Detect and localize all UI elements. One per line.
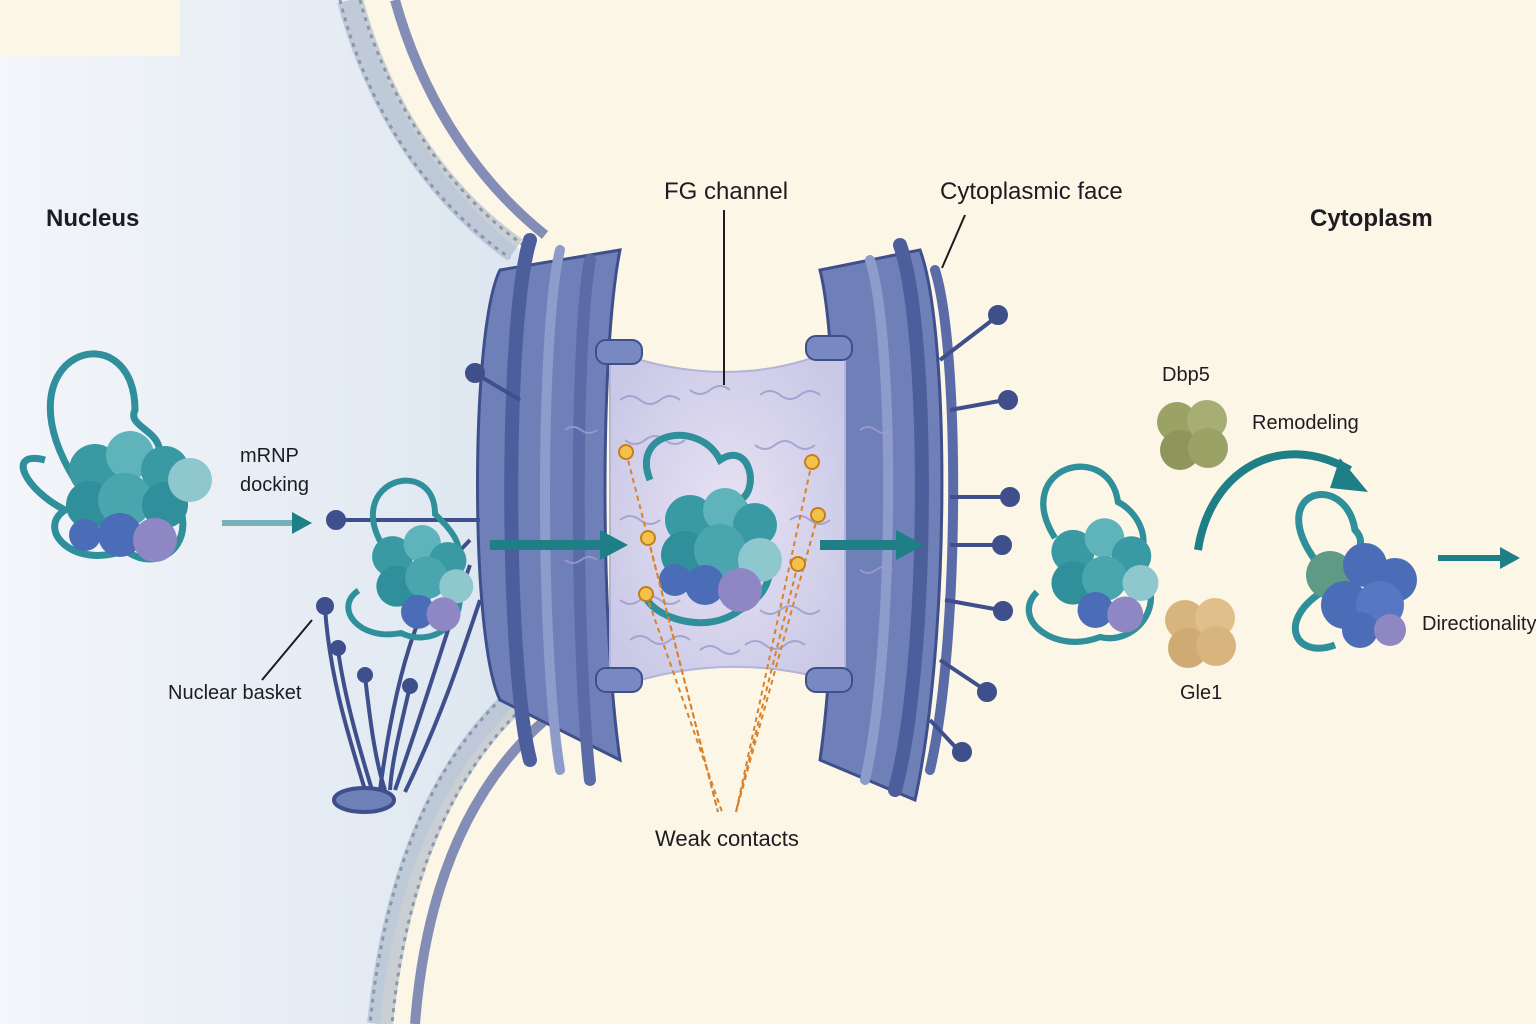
gle1-label: Gle1 bbox=[1180, 682, 1222, 704]
weak-contacts bbox=[618, 444, 826, 813]
mrnp-complex-translocating bbox=[641, 431, 782, 627]
mrnp-complex-nuclear bbox=[19, 350, 212, 563]
weak-contact-dot bbox=[638, 586, 654, 602]
nuclear-envelope-lower bbox=[367, 690, 549, 1024]
fg-channel-label: FG channel bbox=[664, 178, 788, 205]
mrnp-complex-docked bbox=[345, 477, 474, 641]
weak-contact-dot bbox=[810, 507, 826, 523]
nucleus-label: Nucleus bbox=[46, 205, 139, 232]
cytoplasm-label: Cytoplasm bbox=[1310, 205, 1433, 232]
corner-patch bbox=[0, 0, 180, 56]
weak-contact-dot bbox=[790, 556, 806, 572]
weak-contact-dot bbox=[804, 454, 820, 470]
cytoplasmic-filaments bbox=[928, 305, 1020, 762]
remodeling-arrow bbox=[1194, 450, 1352, 551]
weak-contacts-label: Weak contacts bbox=[655, 826, 799, 851]
weak-contact-dot bbox=[618, 444, 634, 460]
cytoplasmic-face-label: Cytoplasmic face bbox=[940, 178, 1123, 205]
remodeling-label: Remodeling bbox=[1252, 412, 1359, 434]
flow-arrows bbox=[222, 450, 1520, 569]
mrnp-docking-label-line1: mRNP bbox=[240, 445, 299, 467]
mrnp-complex-remodeled bbox=[1292, 491, 1417, 652]
weak-contact-dot bbox=[640, 530, 656, 546]
dbp5-protein bbox=[1157, 400, 1228, 470]
leader-lines bbox=[261, 210, 966, 681]
docking-arrow-head bbox=[292, 512, 312, 534]
directionality-label: Directionality bbox=[1422, 613, 1536, 635]
nuclear-side-filaments bbox=[326, 363, 522, 530]
mrnp-docking-label-line2: docking bbox=[240, 474, 309, 496]
nucleus-background bbox=[0, 0, 520, 1024]
gle1-protein bbox=[1165, 598, 1236, 668]
nuclear-envelope-upper bbox=[337, 0, 549, 261]
dbp5-label: Dbp5 bbox=[1162, 364, 1210, 386]
nuclear-basket-label: Nuclear basket bbox=[168, 682, 302, 704]
fg-repeats bbox=[564, 385, 893, 655]
mrnp-complex-exiting bbox=[1025, 463, 1159, 645]
